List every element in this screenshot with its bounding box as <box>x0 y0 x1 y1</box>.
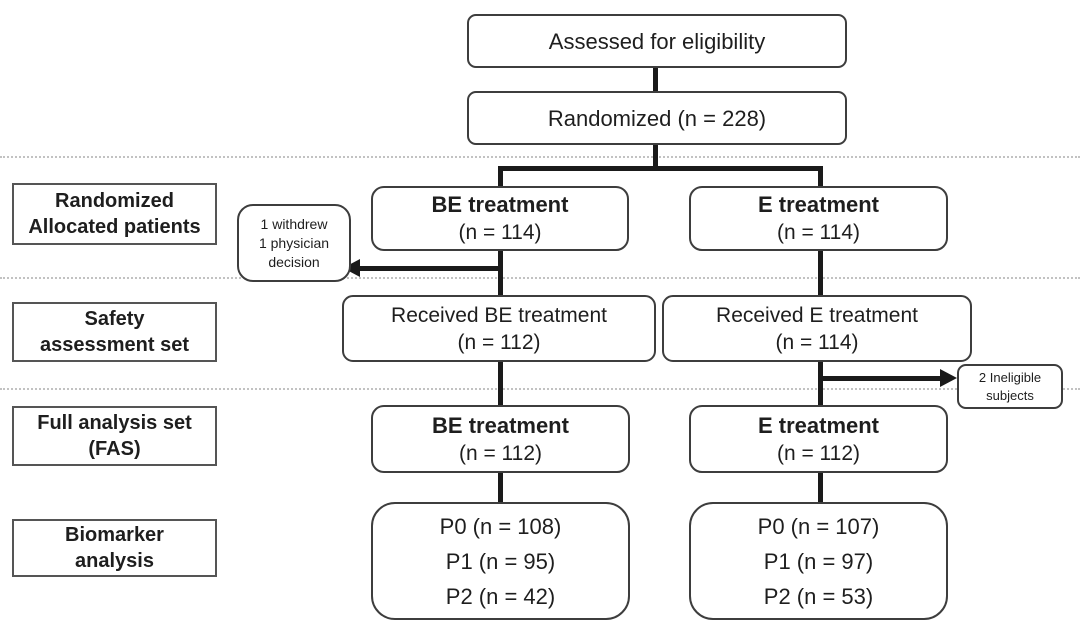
be-fas-n: (n = 112) <box>458 441 543 465</box>
assessed-label: Assessed for eligibility <box>548 28 766 54</box>
received-be-n: (n = 112) <box>457 330 541 354</box>
randomized-label: Randomized (n = 228) <box>547 105 767 131</box>
assessed-for-eligibility-box: Assessed for eligibility <box>467 14 847 68</box>
stage-safety-line1: Safety <box>84 308 145 330</box>
connector-e-alloc-safety <box>818 250 823 296</box>
connector-branch-left-drop <box>498 166 503 187</box>
received-e-title: Received E treatment <box>716 303 918 327</box>
e-biomarker-p1: P1 (n = 97) <box>763 548 874 574</box>
ineligible-arrowhead-icon <box>940 369 957 387</box>
withdraw-line3: decision <box>268 253 320 270</box>
be-biomarker-p1: P1 (n = 95) <box>445 548 556 574</box>
be-allocation-n: (n = 114) <box>458 221 542 244</box>
withdraw-note-box: 1 withdrew 1 physician decision <box>237 204 351 282</box>
ineligible-arrow-shaft <box>821 376 942 381</box>
stage-allocation-line2: Allocated patients <box>28 216 201 238</box>
ineligible-line2: subjects <box>986 387 1034 403</box>
stage-label-biomarker: Biomarker analysis <box>12 519 217 577</box>
stage-biomarker-line2: analysis <box>75 550 154 572</box>
stage-biomarker-line1: Biomarker <box>65 524 164 546</box>
stage-label-allocation: Randomized Allocated patients <box>12 183 217 245</box>
e-fas-box: E treatment (n = 112) <box>689 405 948 473</box>
be-biomarker-p0: P0 (n = 108) <box>439 513 562 539</box>
stage-label-safety: Safety assessment set <box>12 302 217 362</box>
be-fas-title: BE treatment <box>432 412 569 438</box>
connector-be-alloc-safety <box>498 250 503 296</box>
section-divider-allocation <box>0 156 1080 158</box>
stage-label-fas: Full analysis set (FAS) <box>12 406 217 466</box>
received-e-box: Received E treatment (n = 114) <box>662 295 972 362</box>
be-allocation-title: BE treatment <box>431 192 569 217</box>
ineligible-line1: 2 Ineligible <box>978 369 1042 385</box>
e-allocation-n: (n = 114) <box>776 221 861 244</box>
ineligible-note-box: 2 Ineligible subjects <box>957 364 1063 409</box>
connector-be-safety-fas <box>498 361 503 406</box>
e-biomarker-p0: P0 (n = 107) <box>757 513 880 539</box>
e-biomarker-p2: P2 (n = 53) <box>763 583 874 609</box>
randomized-box: Randomized (n = 228) <box>467 91 847 145</box>
be-biomarker-p2: P2 (n = 42) <box>445 583 556 609</box>
stage-fas-line2: (FAS) <box>88 438 141 460</box>
section-divider-safety <box>0 277 1080 279</box>
e-allocation-box: E treatment (n = 114) <box>689 186 948 251</box>
be-biomarker-box: P0 (n = 108) P1 (n = 95) P2 (n = 42) <box>371 502 630 620</box>
stage-fas-line1: Full analysis set <box>37 412 192 434</box>
be-fas-box: BE treatment (n = 112) <box>371 405 630 473</box>
be-allocation-box: BE treatment (n = 114) <box>371 186 629 251</box>
e-allocation-title: E treatment <box>757 192 880 217</box>
e-fas-n: (n = 112) <box>776 441 861 465</box>
connector-assessed-randomized <box>653 68 658 91</box>
received-be-title: Received BE treatment <box>391 303 607 327</box>
connector-e-fas-biomarker <box>818 472 823 503</box>
stage-allocation-line1: Randomized <box>55 190 174 212</box>
connector-branch-right-drop <box>818 166 823 187</box>
stage-safety-line2: assessment set <box>40 334 189 356</box>
withdraw-arrow-shaft <box>358 266 500 271</box>
section-divider-fas <box>0 388 1080 390</box>
connector-be-fas-biomarker <box>498 472 503 503</box>
received-e-n: (n = 114) <box>775 330 859 354</box>
withdraw-line1: 1 withdrew <box>260 215 328 232</box>
e-biomarker-box: P0 (n = 107) P1 (n = 97) P2 (n = 53) <box>689 502 948 620</box>
connector-branch-bar <box>498 166 823 171</box>
received-be-box: Received BE treatment (n = 112) <box>342 295 656 362</box>
e-fas-title: E treatment <box>757 412 880 438</box>
withdraw-line2: 1 physician <box>258 234 330 251</box>
connector-e-safety-fas <box>818 361 823 406</box>
connector-randomized-trunk <box>653 145 658 168</box>
